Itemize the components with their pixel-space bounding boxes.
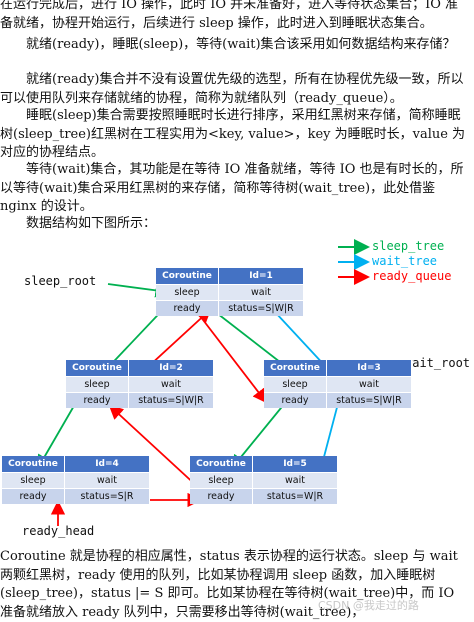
legend-sleep-tree: sleep_tree — [372, 239, 445, 253]
sleep-root-label: sleep_root — [24, 274, 97, 288]
node-1-sleep: sleep — [156, 284, 219, 301]
node-2-status: status=S|W|R — [128, 392, 214, 408]
node-5-ready: ready — [190, 488, 253, 504]
node-2-id: Id=2 — [128, 360, 214, 377]
paragraph-ready: 就绪(ready)集合并不没有设置优先级的选型，所有在协程优先级一致，所以可以使… — [0, 71, 470, 108]
paragraph-top: 在运行完成后，进行 IO 操作，此时 IO 并未准备好，进入等待状态集合；IO … — [0, 0, 459, 31]
paragraph-wait: 等待(wait)集合，其功能是在等待 IO 准备就绪，等待 IO 也是有时长的，… — [0, 161, 470, 217]
node-1-title: Coroutine — [156, 268, 219, 285]
data-structure-diagram: sleep_tree wait_tree ready_queue sleep_r… — [0, 236, 474, 546]
paragraph-bottom: Coroutine 就是协程的相应属性，status 表示协程的运行状态。sle… — [0, 549, 458, 620]
node-2-title: Coroutine — [66, 360, 129, 377]
wait-root-label: wait_root — [405, 356, 471, 370]
node-3-sleep: sleep — [264, 376, 327, 393]
node-5-status: status=W|R — [252, 488, 338, 504]
node-3-id: Id=3 — [326, 360, 412, 377]
node-5-title: Coroutine — [190, 456, 253, 473]
node-2-wait: wait — [128, 376, 214, 393]
paragraph-question-text: 就绪(ready)，睡眠(sleep)，等待(wait)集合该采用如何数据结构来… — [26, 37, 456, 52]
node-3-wait: wait — [326, 376, 412, 393]
node-4-wait: wait — [64, 472, 150, 489]
diagram-intro: 数据结构如下图所示： — [0, 215, 470, 234]
node-1-status: status=S|W|R — [218, 300, 304, 316]
node-1-wait: wait — [218, 284, 304, 301]
node-1-ready: ready — [156, 300, 219, 316]
legend-ready-queue: ready_queue — [372, 269, 452, 283]
diagram-intro-text: 数据结构如下图所示： — [26, 216, 157, 231]
paragraph-sleep: 睡眠(sleep)集合需要按照睡眠时长进行排序，采用红黑树来存储，简称睡眠树(s… — [0, 107, 470, 163]
legend-wait-tree: wait_tree — [372, 254, 438, 268]
watermark: CSDN @我走过的路 — [318, 599, 419, 612]
node-4-title: Coroutine — [2, 456, 65, 473]
node-2-ready: ready — [66, 392, 129, 408]
node-3-title: Coroutine — [264, 360, 327, 377]
node-3-status: status=S|W|R — [326, 392, 412, 408]
node-5-sleep: sleep — [190, 472, 253, 489]
node-4-sleep: sleep — [2, 472, 65, 489]
node-5-id: Id=5 — [252, 456, 338, 473]
paragraph-ready-text: 就绪(ready)集合并不没有设置优先级的选型，所有在协程优先级一致，所以可以使… — [0, 72, 464, 106]
node-1-id: Id=1 — [218, 268, 304, 285]
node-4-ready: ready — [2, 488, 65, 504]
node-4-status: status=S|R — [64, 488, 150, 504]
ready-edge-1-3 — [199, 315, 268, 404]
node-4-id: Id=4 — [64, 456, 150, 473]
node-2-sleep: sleep — [66, 376, 129, 393]
node-3-ready: ready — [264, 392, 327, 408]
paragraph-wait-text: 等待(wait)集合，其功能是在等待 IO 准备就绪，等待 IO 也是有时长的，… — [0, 162, 464, 215]
paragraph-sleep-text: 睡眠(sleep)集合需要按照睡眠时长进行排序，采用红黑树来存储，简称睡眠树(s… — [0, 108, 466, 161]
ready-head-label: ready_head — [22, 524, 95, 538]
paragraph-question: 就绪(ready)，睡眠(sleep)，等待(wait)集合该采用如何数据结构来… — [0, 36, 470, 55]
node-5-wait: wait — [252, 472, 338, 489]
